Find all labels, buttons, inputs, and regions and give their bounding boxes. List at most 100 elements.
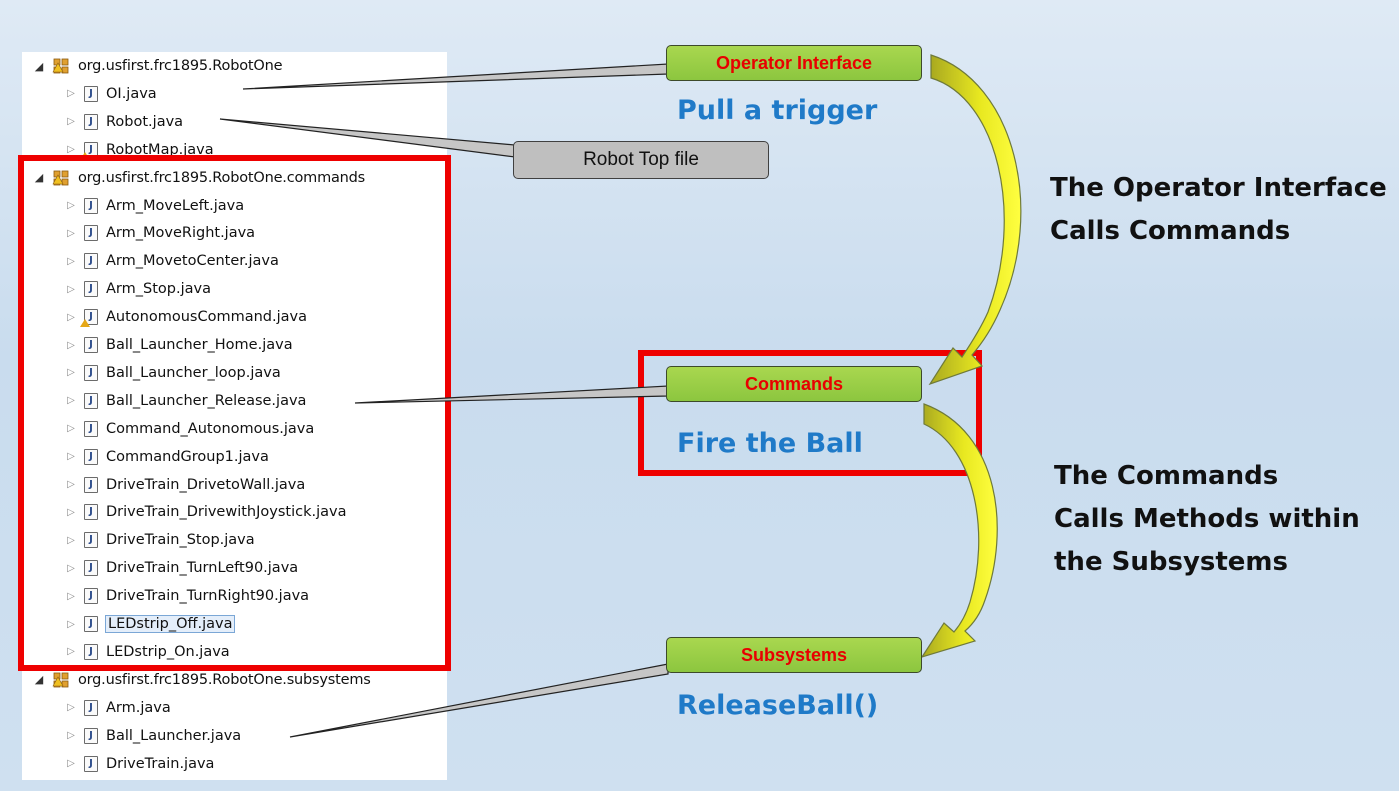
flow-arrow-oi-to-commands [928,54,1022,386]
tree-file-row[interactable]: ▷ J CommandGroup1.java [64,444,269,470]
tree-package-row[interactable]: ◢ org.usfirst.frc1895.RobotOne.commands [32,165,365,191]
tree-file-row[interactable]: ▷ J Ball_Launcher_Home.java [64,332,293,358]
collapsed-arrow-icon[interactable]: ▷ [67,227,75,239]
collapsed-arrow-icon[interactable]: ▷ [67,451,75,463]
java-file-icon: J [84,448,98,465]
collapsed-arrow-icon[interactable]: ▷ [67,702,75,714]
collapsed-arrow-icon[interactable]: ▷ [67,618,75,630]
tree-row-label: Arm.java [106,699,171,716]
tree-row-label: Robot.java [106,113,184,130]
expanded-arrow-icon[interactable]: ◢ [34,673,44,687]
commands-connector [354,385,669,404]
pull-trigger-caption: Pull a trigger [677,95,878,126]
collapsed-arrow-icon[interactable]: ▷ [67,255,75,267]
tree-row-label: LEDstrip_Off.java [104,615,236,633]
tree-file-row[interactable]: ▷ J Command_Autonomous.java [64,416,314,442]
tree-row-label: DriveTrain.java [106,755,215,772]
collapsed-arrow-icon[interactable]: ▷ [67,534,75,546]
tree-package-row[interactable]: ◢org.usfirst.frc1895.RobotOne.subsystems [32,667,371,693]
java-file-icon: J [84,755,98,772]
java-file-icon: J [84,281,98,298]
tree-row-label: Ball_Launcher.java [106,727,242,744]
tree-row-label: Command_Autonomous.java [106,420,315,437]
tree-row-label: org.usfirst.frc1895.RobotOne.commands [78,169,366,186]
collapsed-arrow-icon[interactable]: ▷ [67,88,75,100]
collapsed-arrow-icon[interactable]: ▷ [67,423,75,435]
collapsed-arrow-icon[interactable]: ▷ [67,479,75,490]
tree-row-label: Arm_Stop.java [106,281,211,298]
collapsed-arrow-icon[interactable]: ▷ [67,311,75,323]
expanded-arrow-icon[interactable]: ◢ [34,59,44,73]
tree-file-row[interactable]: ▷ J Ball_Launcher_loop.java [64,360,281,386]
collapsed-arrow-icon[interactable]: ▷ [67,367,75,379]
subsystems-connector [289,663,669,738]
commands-calls-line-1: The Commands [1054,461,1279,491]
java-file-icon: J [84,337,98,353]
collapsed-arrow-icon[interactable]: ▷ [67,395,75,407]
commands-package-highlight [18,155,451,671]
commands-calls-subsystems-text: The Commands Calls Methods within the Su… [1054,455,1360,584]
collapsed-arrow-icon[interactable]: ▷ [67,730,75,742]
collapsed-arrow-icon[interactable]: ▷ [67,506,75,518]
package-icon [52,170,69,185]
tree-file-row[interactable]: ▷ J Arm_MoveRight.java [64,220,255,246]
collapsed-arrow-icon[interactable]: ▷ [67,144,75,156]
tree-package-row[interactable]: ◢org.usfirst.frc1895.RobotOne [32,53,283,79]
package-icon [52,58,69,74]
java-file-icon: J [84,616,98,632]
release-ball-caption: ReleaseBall() [677,690,879,721]
collapsed-arrow-icon[interactable]: ▷ [67,646,75,658]
java-file-icon: J [84,699,98,716]
java-file-icon: J [84,643,98,660]
collapsed-arrow-icon[interactable]: ▷ [67,562,75,574]
tree-row-label: CommandGroup1.java [106,448,269,465]
tree-row-label: Arm_MoveRight.java [106,225,256,242]
java-file-icon: J [84,364,98,381]
java-file-icon: J [84,420,98,437]
tree-row-label: Ball_Launcher_loop.java [106,364,281,381]
oi-calls-commands-text: The Operator Interface Calls Commands [1050,167,1387,253]
tree-file-row[interactable]: ▷ J LEDstrip_Off.java [64,611,236,637]
tree-row-label: Ball_Launcher_Home.java [106,337,293,353]
tree-row-label: DriveTrain_TurnLeft90.java [106,560,299,577]
java-file-icon: J [84,225,98,242]
fire-ball-caption: Fire the Ball [677,428,863,459]
java-file-icon: J [84,588,98,605]
tree-file-row[interactable]: ▷ J LEDstrip_On.java [64,639,230,665]
collapsed-arrow-icon[interactable]: ▷ [67,283,75,295]
commands-calls-line-2: Calls Methods within [1054,504,1360,534]
java-file-icon: J [84,85,98,102]
tree-row-label: RobotMap.java [106,141,214,158]
java-file-icon: J [84,197,98,214]
collapsed-arrow-icon[interactable]: ▷ [67,758,75,769]
collapsed-arrow-icon[interactable]: ▷ [67,339,75,351]
tree-file-row[interactable]: ▷ J Arm_Stop.java [64,276,211,302]
collapsed-arrow-icon[interactable]: ▷ [67,116,75,128]
tree-file-row[interactable]: ▷ J DriveTrain.java [64,751,214,777]
collapsed-arrow-icon[interactable]: ▷ [67,590,75,602]
subsystems-callout: Subsystems [666,637,922,673]
tree-row-label: LEDstrip_On.java [106,643,230,660]
tree-row-label: Ball_Launcher_Release.java [106,392,307,409]
oi-calls-line-1: The Operator Interface [1050,173,1387,203]
flow-arrow-commands-to-subsystems [920,403,998,659]
commands-calls-line-3: the Subsystems [1054,547,1288,577]
java-file-icon: J [84,504,98,521]
expanded-arrow-icon[interactable]: ◢ [34,171,44,185]
tree-file-row[interactable]: ▷ J Arm.java [64,695,171,721]
collapsed-arrow-icon[interactable]: ▷ [67,200,75,211]
tree-row-label: DriveTrain_DrivetoWall.java [106,476,306,493]
